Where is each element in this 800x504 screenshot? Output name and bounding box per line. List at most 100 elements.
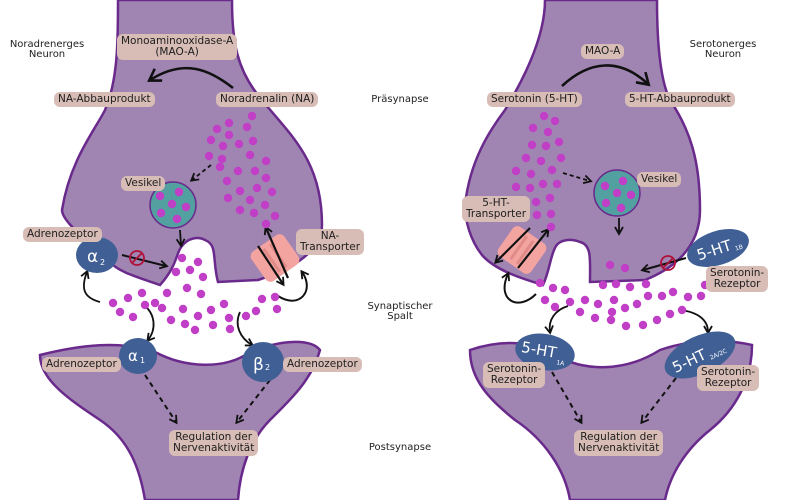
right-enzyme-label: MAO-A xyxy=(581,44,625,59)
left-effect-line1: Regulation der xyxy=(175,431,253,443)
region-presynapse: Präsynapse xyxy=(371,94,429,105)
neurotransmitter-molecules xyxy=(108,111,710,335)
molecule-dot xyxy=(625,282,635,292)
molecule-dot xyxy=(182,283,192,293)
molecule-dot xyxy=(167,199,177,209)
molecule-dot xyxy=(621,321,631,331)
molecule-dot xyxy=(181,202,191,212)
molecule-dot xyxy=(225,324,235,334)
molecule-dot xyxy=(185,265,195,275)
right-auto-line2: Rezeptor xyxy=(713,278,761,290)
molecule-dot xyxy=(245,150,255,160)
molecule-dot xyxy=(609,295,619,305)
molecule-dot xyxy=(193,311,203,321)
molecule-dot xyxy=(538,179,548,189)
molecule-dot xyxy=(260,200,270,210)
left-alpha1-label: Adrenozeptor xyxy=(42,357,121,372)
right-2a2c-line1: Serotonin- xyxy=(701,366,756,378)
molecule-dot xyxy=(206,305,216,315)
molecule-dot xyxy=(204,151,214,161)
alpha1-symbol: α xyxy=(128,347,138,365)
molecule-dot xyxy=(241,311,251,321)
left-enzyme-line2: (MAO-A) xyxy=(155,46,199,58)
molecule-dot xyxy=(247,111,257,121)
left-vesicle-label: Vesikel xyxy=(121,176,166,191)
right-effect-line2: Nervenaktivität xyxy=(578,442,660,454)
molecule-dot xyxy=(174,187,184,197)
left-neuron-title: Noradrenerges Neuron xyxy=(6,40,88,60)
right-reuptake-loop xyxy=(501,271,537,304)
molecule-dot xyxy=(683,292,693,302)
left-alpha1-effect-arrow xyxy=(144,374,178,425)
molecule-dot xyxy=(536,156,546,166)
molecule-dot xyxy=(215,162,225,172)
right-neuron-title: Serotonerges Neuron xyxy=(678,40,768,60)
molecule-dot xyxy=(550,302,560,312)
molecule-dot xyxy=(548,283,558,293)
molecule-dot xyxy=(218,141,228,151)
alpha1-subscript: 1 xyxy=(140,356,145,365)
molecule-dot xyxy=(525,183,535,193)
molecule-dot xyxy=(155,191,165,201)
molecule-dot xyxy=(166,315,176,325)
molecule-dot xyxy=(605,260,615,270)
molecule-dot xyxy=(128,312,138,322)
molecule-dot xyxy=(556,153,566,163)
molecule-dot xyxy=(193,257,203,267)
right-title-line1: Serotonerges xyxy=(689,39,757,50)
right-5ht1b-receptor: 5-HT 1B xyxy=(687,229,749,267)
molecule-dot xyxy=(668,287,678,297)
molecule-dot xyxy=(150,298,160,308)
molecule-dot xyxy=(657,291,667,301)
right-inhibit-icon xyxy=(660,255,676,271)
right-5ht1a-receptor: 5-HT 1A xyxy=(515,333,575,371)
left-enzyme-label: Monoaminooxidase-A (MAO-A) xyxy=(117,34,238,60)
molecule-dot xyxy=(606,315,616,325)
molecule-dot xyxy=(217,154,227,164)
left-title-line1: Noradrenerges xyxy=(9,39,85,50)
right-product-label: 5-HT-Abbauprodukt xyxy=(625,92,735,107)
right-transporter-out-arrow xyxy=(494,227,531,264)
right-1a-label: Serotonin- Rezeptor xyxy=(483,362,546,388)
right-transporter-line1: 5-HT- xyxy=(482,197,510,209)
right-transmitter-label: Serotonin (5-HT) xyxy=(487,92,582,107)
molecule-dot xyxy=(242,122,252,132)
left-reuptake-loop xyxy=(277,269,310,302)
right-transporter-label: 5-HT- Transporter xyxy=(462,196,531,222)
molecule-dot xyxy=(601,198,611,208)
molecule-dot xyxy=(696,291,706,301)
cleft-line2: Spalt xyxy=(387,311,413,322)
molecule-dot xyxy=(607,307,617,317)
left-transmitter-label: Noradrenalin (NA) xyxy=(216,92,319,107)
molecule-dot xyxy=(250,166,260,176)
molecule-dot xyxy=(156,208,166,218)
molecule-dot xyxy=(652,315,662,325)
right-title-line2: Neuron xyxy=(704,49,742,60)
molecule-dot xyxy=(172,214,182,224)
molecule-dot xyxy=(543,127,553,137)
left-alpha2-receptor: α 2 xyxy=(76,237,118,273)
right-auto-line1: Serotonin- xyxy=(710,267,765,279)
region-postsynapse: Postsynapse xyxy=(368,442,432,453)
molecule-dot xyxy=(219,299,229,309)
molecule-dot xyxy=(626,190,636,200)
molecule-dot xyxy=(206,135,216,145)
molecule-dot xyxy=(137,288,147,298)
molecule-dot xyxy=(580,295,590,305)
right-1a-effect-arrow xyxy=(551,371,583,425)
molecule-dot xyxy=(157,303,167,313)
right-presynaptic-neuron xyxy=(463,0,702,287)
molecule-dot xyxy=(222,176,232,186)
molecule-dot xyxy=(554,137,564,147)
molecule-dot xyxy=(257,294,267,304)
left-beta2-arrow xyxy=(236,311,255,347)
molecule-dot xyxy=(590,313,600,323)
molecule-dot xyxy=(620,303,630,313)
right-2a2c-effect-arrow xyxy=(640,377,677,425)
molecule-dot xyxy=(546,222,556,232)
5ht1b-subscript: 1B xyxy=(734,243,744,252)
molecule-dot xyxy=(575,307,585,317)
molecule-dot xyxy=(593,299,603,309)
molecule-dot xyxy=(261,219,271,229)
